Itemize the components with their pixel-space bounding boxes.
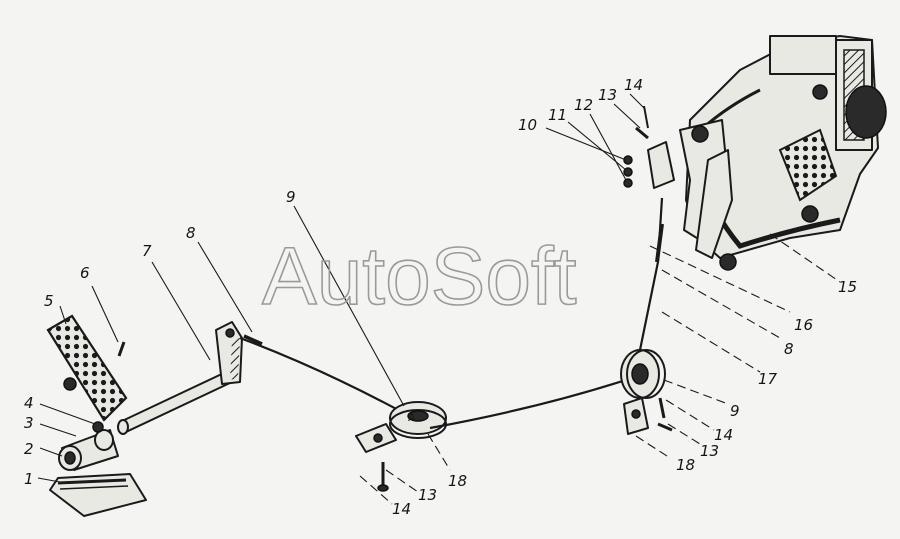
pulley-right [620,349,666,399]
callout-8-right: 8 [784,340,794,358]
watermark-text: AutoSoft [262,231,577,322]
pulley-bracket-right [623,397,649,435]
callout-17: 17 [758,370,778,388]
pedal-bracket [58,429,119,471]
callout-5: 5 [44,292,54,310]
pedal-lever [215,321,243,385]
callout-12: 12 [574,96,593,114]
callout-14-left: 14 [392,500,411,518]
pedal-shaft [117,371,233,435]
callout-13-right: 13 [700,442,719,460]
callout-13-top: 13 [598,86,617,104]
callout-8-left: 8 [186,224,196,242]
pedal-pad [46,314,128,422]
callout-13-left: 13 [418,486,437,504]
callout-4: 4 [24,394,34,412]
pin [117,341,126,357]
bolt [92,421,104,433]
callout-10: 10 [518,116,537,134]
callout-14-top: 14 [624,76,643,94]
callout-11: 11 [548,106,567,124]
callout-9-left: 9 [286,188,296,206]
callout-18-left: 18 [448,472,467,490]
callout-9-right: 9 [730,402,740,420]
pulley-left: A [389,401,447,439]
callout-15: 15 [838,278,857,296]
callout-18-right: 18 [676,456,695,474]
callout-6: 6 [80,264,90,282]
bolts-right [657,397,673,432]
callout-1: 1 [24,470,34,488]
callout-7: 7 [142,242,152,260]
callout-16: 16 [794,316,813,334]
callout-2: 2 [24,440,34,458]
callout-3: 3 [24,414,34,432]
svg-text:A: A [408,411,416,424]
callout-14-right: 14 [714,426,733,444]
cable-clevis [623,105,675,189]
leader-lines [37,93,645,483]
brake-cable-middle [429,376,633,430]
brake-cable-rear [638,197,664,351]
brake-assembly [679,35,887,271]
bolt-left [377,462,389,492]
callout-labels: 1 2 3 4 5 6 7 8 9 18 13 14 10 11 12 13 1… [24,76,857,518]
pulley-bracket-left [355,423,397,453]
dashed-leader-lines [359,233,841,505]
brake-cable-front [239,336,403,413]
floor-plate [49,473,147,517]
